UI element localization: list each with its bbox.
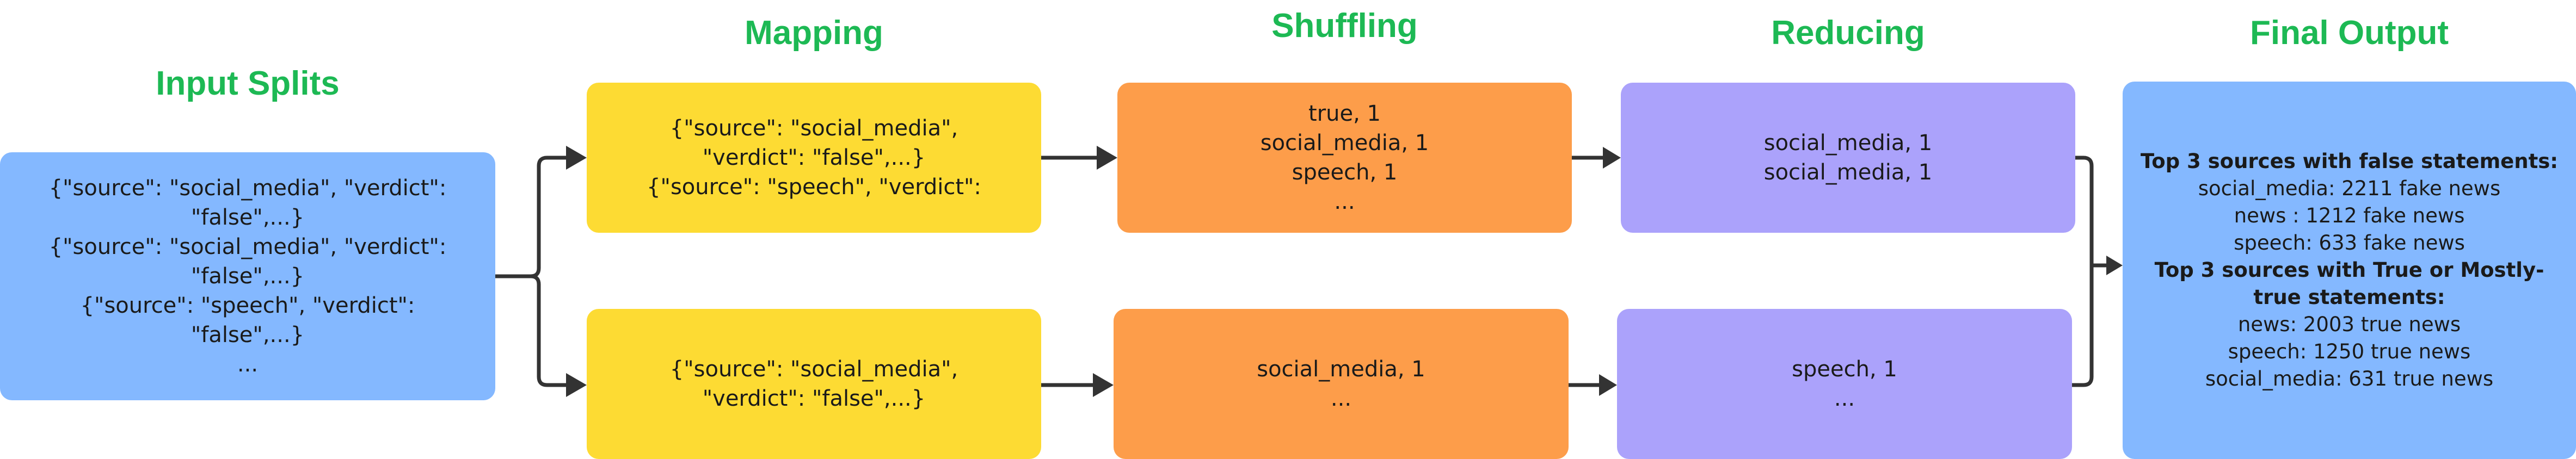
title-shuffling: Shuffling [1271, 7, 1418, 45]
mapping-line: {"source": "social_media", [669, 357, 958, 382]
mapping-line: "verdict": "false",...} [702, 386, 926, 411]
mapping-box-bottom: {"source": "social_media", "verdict": "f… [587, 309, 1041, 459]
true-statements-heading: Top 3 sources with True or Mostly- [2154, 258, 2544, 282]
true-item: speech: 1250 true news [2228, 340, 2471, 363]
true-item: social_media: 631 true news [2205, 367, 2494, 390]
reducing-box-bottom: speech, 1 ... [1617, 309, 2072, 459]
title-input-splits: Input Splits [156, 65, 340, 102]
input-line: "false",...} [190, 205, 305, 230]
input-line: ... [237, 352, 259, 377]
false-item: speech: 633 fake news [2234, 231, 2465, 255]
arrow-input-to-map-top [495, 156, 569, 278]
input-line: {"source": "speech", "verdict": [80, 293, 415, 318]
mapping-line: {"source": "speech", "verdict": [647, 175, 981, 200]
shuffling-box-top: true, 1 social_media, 1 speech, 1 ... [1117, 83, 1572, 233]
shuffling-box-bottom: social_media, 1 ... [1114, 309, 1569, 459]
final-output-box: Top 3 sources with false statements: soc… [2123, 82, 2576, 459]
false-item: news : 1212 fake news [2234, 204, 2465, 227]
true-item: news: 2003 true news [2237, 313, 2461, 336]
title-reducing: Reducing [1771, 14, 1925, 52]
input-line: {"source": "social_media", "verdict": [48, 176, 447, 201]
false-item: social_media: 2211 fake news [2198, 177, 2501, 200]
reducing-line: social_media, 1 [1763, 160, 1933, 185]
true-statements-heading: true statements: [2253, 286, 2445, 309]
arrow-reduce-top-to-final [2075, 156, 2094, 265]
input-line: {"source": "social_media", "verdict": [48, 234, 447, 259]
shuffling-line: ... [1334, 189, 1355, 214]
shuffling-line: social_media, 1 [1257, 357, 1425, 382]
shuffling-line: ... [1330, 386, 1352, 411]
shuffling-line: social_media, 1 [1260, 131, 1429, 156]
input-splits-box: {"source": "social_media", "verdict": "f… [0, 152, 495, 400]
arrow-input-to-map-bottom [495, 274, 569, 387]
reducing-line: speech, 1 [1792, 357, 1897, 382]
mapping-box-top: {"source": "social_media", "verdict": "f… [587, 83, 1041, 233]
shuffling-line: speech, 1 [1292, 160, 1398, 185]
input-line: "false",...} [190, 322, 305, 348]
shuffling-line: true, 1 [1308, 101, 1381, 126]
mapping-line: {"source": "social_media", [669, 116, 958, 141]
mapping-line: "verdict": "false",...} [702, 145, 926, 170]
input-line: "false",...} [190, 264, 305, 289]
reducing-box-top: social_media, 1 social_media, 1 [1621, 83, 2075, 233]
title-final-output: Final Output [2249, 14, 2449, 52]
false-statements-heading: Top 3 sources with false statements: [2140, 150, 2559, 173]
reducing-line: social_media, 1 [1763, 131, 1933, 156]
arrow-reduce-bottom-to-final [2072, 265, 2094, 387]
title-mapping: Mapping [745, 14, 883, 52]
reducing-line: ... [1834, 386, 1855, 411]
